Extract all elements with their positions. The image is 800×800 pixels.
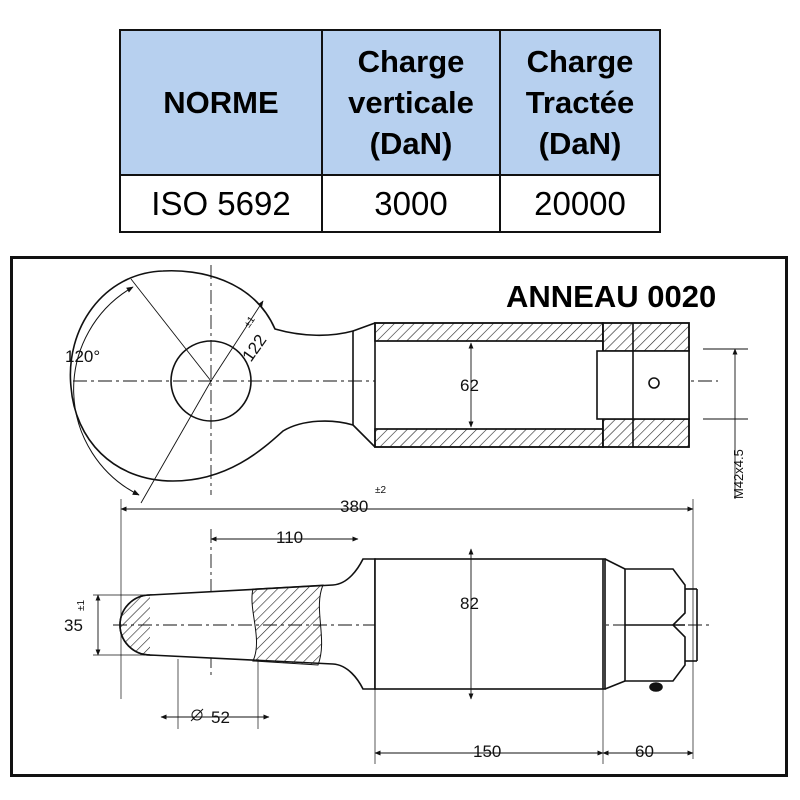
angle-arc xyxy=(73,286,140,496)
cell-charge-verticale: 3000 xyxy=(321,174,501,233)
inner-diameter-label: 62 xyxy=(460,376,479,395)
length-total-label: 380 xyxy=(340,497,368,516)
cell-charge-tractee: 20000 xyxy=(499,174,661,233)
top-view xyxy=(69,265,748,504)
table-header-row: NORME Charge verticale (DaN) Charge Trac… xyxy=(119,29,661,176)
offset-label: 110 xyxy=(276,528,303,547)
length-total-tolerance: ±2 xyxy=(375,485,386,496)
header-line: Tractée xyxy=(525,85,635,120)
ring-section-tolerance: ±1 xyxy=(76,600,87,611)
thread-label: M42x4.5 xyxy=(731,449,746,499)
header-line: (DaN) xyxy=(369,126,453,161)
neck-hatch xyxy=(251,584,324,666)
header-line: Charge xyxy=(357,44,465,79)
header-norme-label: NORME xyxy=(163,85,279,120)
angle-label: 120° xyxy=(65,347,100,366)
diameter-52-label: 52 xyxy=(211,708,230,727)
drawing-title: ANNEAU 0020 xyxy=(506,279,716,314)
header-norme: NORME xyxy=(119,29,323,176)
drawing-frame: ANNEAU 0020 xyxy=(10,256,788,777)
eye-ring-outline xyxy=(69,269,354,482)
ring-section-label: 35 xyxy=(64,616,83,635)
header-charge-verticale: Charge verticale (DaN) xyxy=(321,29,501,176)
body-cylinder xyxy=(374,558,606,690)
body-diameter-label: 82 xyxy=(460,594,479,613)
technical-drawing: ANNEAU 0020 xyxy=(64,265,748,764)
cell-norme: ISO 5692 xyxy=(119,174,323,233)
header-line: (DaN) xyxy=(538,126,622,161)
spec-table: NORME Charge verticale (DaN) Charge Trac… xyxy=(119,29,661,233)
header-line: Charge xyxy=(526,44,634,79)
header-line: verticale xyxy=(348,85,474,120)
table-row: ISO 5692 3000 20000 xyxy=(119,174,661,233)
side-view xyxy=(93,499,713,764)
header-charge-tractee: Charge Tractée (DaN) xyxy=(499,29,661,176)
body-length-label: 150 xyxy=(473,742,501,761)
nut-length-label: 60 xyxy=(635,742,654,761)
